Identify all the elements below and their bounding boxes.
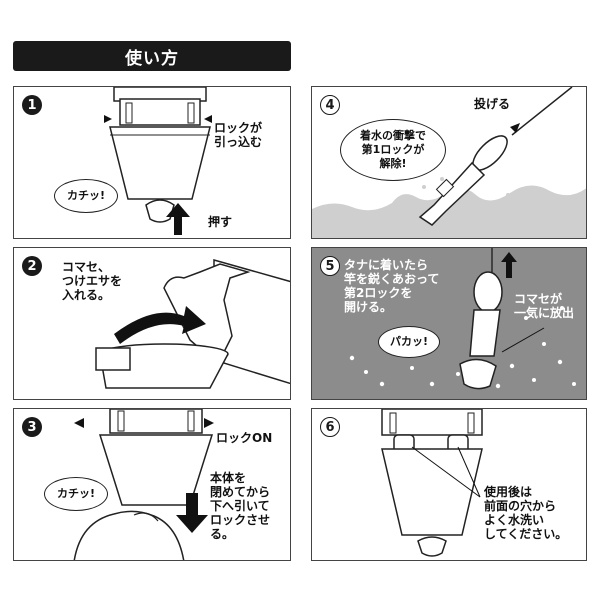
step-4-panel: 4 投げる 着水の衝撃で 第1ロックが 解除!: [311, 86, 587, 239]
section-header: 使い方: [13, 41, 291, 71]
step-5-release-label: コマセが 一気に放出: [514, 292, 575, 320]
step-4-release-bubble: 着水の衝撃で 第1ロックが 解除!: [340, 119, 446, 181]
step-4-illustration: [312, 87, 586, 238]
step-1-number: 1: [22, 95, 42, 115]
step-6-instruction: 使用後は 前面の穴から よく水洗い してください。: [484, 485, 568, 541]
step-6-illustration: [381, 409, 483, 557]
step-3-illustration: [73, 409, 214, 560]
step-6-panel: 6 使用後は 前面の穴から よく水洗い してください。: [311, 408, 587, 561]
step-2-illustration: [95, 259, 290, 389]
step-6-number: 6: [320, 417, 340, 437]
step-3-instruction: 本体を 閉めてから 下へ引いて ロックさせる。: [210, 471, 271, 541]
step-3-sound-bubble: カチッ!: [44, 477, 108, 511]
step-1-push-label: 押す: [208, 215, 233, 229]
step-1-illustration: [104, 87, 212, 235]
step-1-sound-bubble: カチッ!: [54, 179, 118, 213]
step-4-number: 4: [320, 95, 340, 115]
step-4-cast-label: 投げる: [474, 97, 511, 111]
step-3-panel: 3 ロックON カチッ! 本体を 閉めてから 下へ引いて ロックさせる。: [13, 408, 291, 561]
step-1-panel: 1 ロックが 引っ込む カチッ! 押す: [13, 86, 291, 239]
step-5-illustration: [349, 248, 576, 390]
step-5-sound-bubble: パカッ!: [378, 326, 440, 358]
step-3-number: 3: [22, 417, 42, 437]
step-5-number: 5: [320, 256, 340, 276]
step-2-instruction: コマセ、 つけエサを 入れる。: [62, 260, 123, 302]
section-title: 使い方: [125, 48, 179, 69]
step-5-panel: 5 タナに着いたら 竿を鋭くあおって 第2ロックを 開ける。 コマセが 一気に放…: [311, 247, 587, 400]
step-3-lock-on-label: ロックON: [216, 431, 273, 445]
step-2-number: 2: [22, 256, 42, 276]
step-2-panel: 2 コマセ、 つけエサを 入れる。: [13, 247, 291, 400]
step-1-lock-label: ロックが 引っ込む: [214, 121, 263, 149]
step-5-instruction: タナに着いたら 竿を鋭くあおって 第2ロックを 開ける。: [344, 258, 440, 314]
